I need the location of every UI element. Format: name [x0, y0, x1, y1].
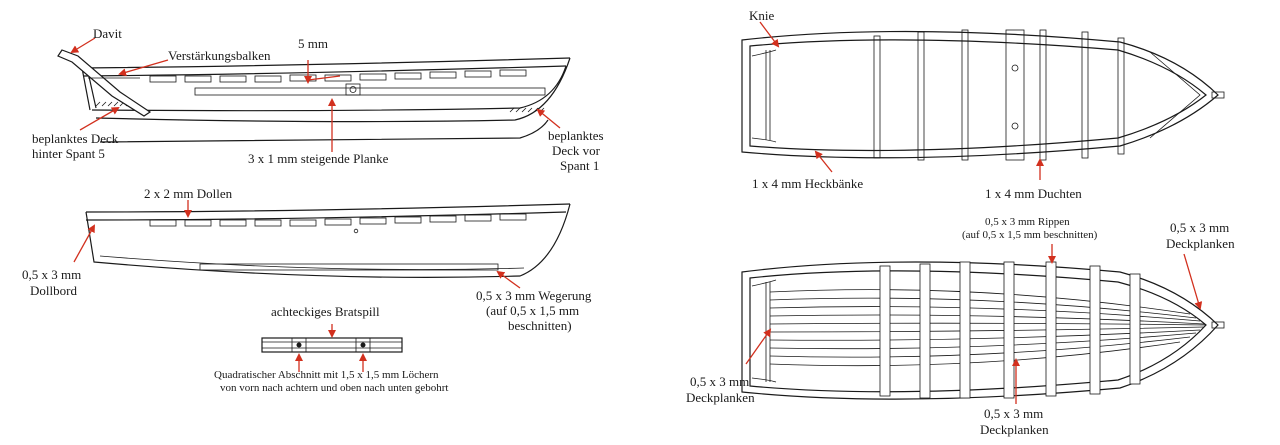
label-deckplanken-right-1: 0,5 x 3 mm: [1170, 220, 1229, 235]
label-quadrat-2: von vorn nach achtern und oben nach unte…: [220, 382, 448, 394]
rib-bars: [879, 261, 1141, 399]
label-dollbord-1: 0,5 x 3 mm: [22, 267, 81, 282]
label-deckplanken-left-2: Deckplanken: [686, 390, 755, 405]
arrows-top-view-deckplanks: [745, 244, 1203, 404]
label-rippen-1: 0,5 x 3 mm Rippen: [985, 216, 1070, 228]
label-deckplanken-bottom-1: 0,5 x 3 mm: [984, 406, 1043, 421]
label-knie: Knie: [749, 8, 775, 23]
thwart-blocks-top: [149, 69, 527, 83]
side-view-deck: [57, 49, 571, 143]
deck-plank-lines: [769, 289, 1207, 367]
label-wegerung-1: 0,5 x 3 mm Wegerung: [476, 288, 592, 303]
label-beplanktes-deck-vor-3: Spant 1: [560, 158, 599, 173]
label-dollen: 2 x 2 mm Dollen: [144, 186, 233, 201]
label-duchten: 1 x 4 mm Duchten: [985, 186, 1082, 201]
label-beplanktes-deck-hinter-1: beplanktes Deck: [32, 131, 119, 146]
label-wegerung-3: beschnitten): [508, 318, 572, 333]
top-view-deckplanks: [741, 261, 1225, 400]
label-beplanktes-deck-vor-1: beplanktes: [548, 128, 604, 143]
thwart-blocks-middle: [149, 213, 527, 227]
arrows-side-view-deck: [70, 37, 561, 152]
label-deckplanken-left-1: 0,5 x 3 mm: [690, 374, 749, 389]
label-bratspill: achteckiges Bratspill: [271, 304, 380, 319]
label-heckbaenke: 1 x 4 mm Heckbänke: [752, 176, 863, 191]
label-five-mm: 5 mm: [298, 36, 328, 51]
arrows-bratspill: [295, 324, 367, 372]
arrows-top-view-thwarts: [759, 21, 1044, 180]
label-verstaerkungsbalken: Verstärkungsbalken: [168, 48, 271, 63]
label-wegerung-2: (auf 0,5 x 1,5 mm: [486, 303, 579, 318]
label-beplanktes-deck-hinter-2: hinter Spant 5: [32, 146, 105, 161]
label-steigende-planke: 3 x 1 mm steigende Planke: [248, 151, 389, 166]
label-quadrat-1: Quadratischer Abschnitt mit 1,5 x 1,5 mm…: [214, 369, 439, 381]
arrows-side-view-hull: [73, 200, 521, 289]
label-beplanktes-deck-vor-2: Deck vor: [552, 143, 601, 158]
label-dollbord-2: Dollbord: [30, 283, 77, 298]
bratspill-drawing: [261, 337, 403, 353]
label-deckplanken-right-2: Deckplanken: [1166, 236, 1235, 251]
top-view-thwarts: [741, 29, 1225, 161]
side-view-hull: [85, 203, 571, 278]
label-davit: Davit: [93, 26, 122, 41]
label-rippen-2: (auf 0,5 x 1,5 mm beschnitten): [962, 229, 1098, 241]
deck-hatch-right: [509, 107, 545, 113]
deck-hatch-left: [95, 101, 131, 107]
label-deckplanken-bottom-2: Deckplanken: [980, 422, 1049, 437]
